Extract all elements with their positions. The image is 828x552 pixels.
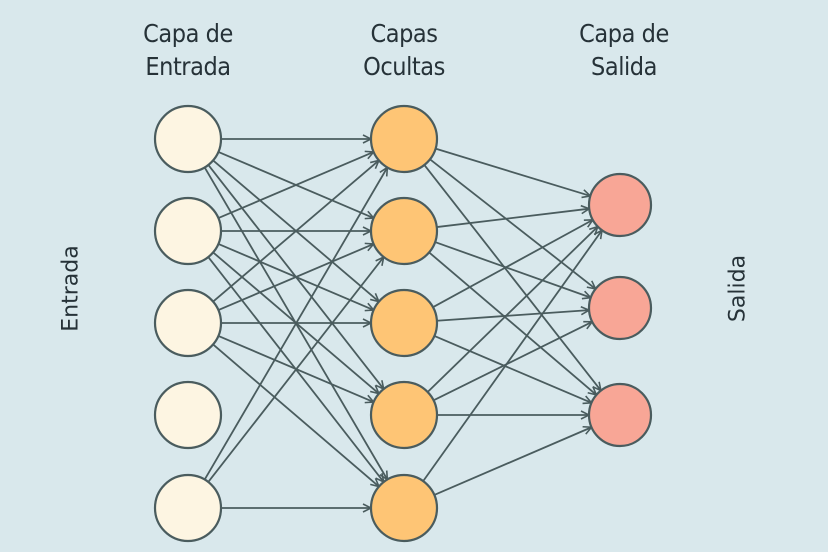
hidden-layers-title: Capas Ocultas xyxy=(314,17,494,83)
edge-hidden4-output2 xyxy=(433,322,593,402)
input-node-5 xyxy=(153,473,223,543)
hidden-layers-title-line2: Ocultas xyxy=(363,52,445,81)
hidden-node-2 xyxy=(369,196,439,266)
edge-hidden5-output3 xyxy=(433,427,591,496)
edge-hidden3-output2 xyxy=(436,310,589,322)
output-layer-title: Capa de Salida xyxy=(534,17,714,83)
hidden-node-5 xyxy=(369,473,439,543)
edges-group xyxy=(203,139,602,508)
edge-hidden1-output2 xyxy=(429,158,596,289)
output-node-3 xyxy=(587,382,653,448)
output-layer-title-line1: Capa de xyxy=(579,19,669,48)
hidden-node-4 xyxy=(369,380,439,450)
output-node-2 xyxy=(587,275,653,341)
input-node-4 xyxy=(153,380,223,450)
input-layer-title-line1: Capa de xyxy=(143,19,233,48)
edge-input5-hidden1 xyxy=(203,167,388,480)
edge-input3-hidden1 xyxy=(212,160,379,303)
input-layer-title-line2: Entrada xyxy=(145,52,231,81)
edge-hidden5-output1 xyxy=(422,230,602,482)
edge-hidden4-output1 xyxy=(427,227,598,393)
edge-hidden2-output1 xyxy=(436,209,589,228)
input-node-3 xyxy=(153,288,223,358)
edge-input3-hidden2 xyxy=(218,244,373,311)
hidden-node-1 xyxy=(369,104,439,174)
hidden-layers-title-line1: Capas xyxy=(370,19,438,48)
edge-input2-hidden1 xyxy=(218,152,373,219)
edge-hidden1-output1 xyxy=(435,147,591,196)
nodes-group xyxy=(153,104,653,543)
edge-hidden2-output2 xyxy=(434,241,591,298)
output-node-1 xyxy=(587,172,653,238)
edge-hidden3-output1 xyxy=(432,220,593,308)
edge-input5-hidden2 xyxy=(207,257,383,483)
output-layer-title-line2: Salida xyxy=(591,52,657,81)
input-node-2 xyxy=(153,196,223,266)
edge-input3-hidden5 xyxy=(212,343,379,486)
input-node-1 xyxy=(153,104,223,174)
edge-hidden1-output3 xyxy=(423,164,601,391)
edge-hidden2-output3 xyxy=(428,251,596,394)
hidden-node-3 xyxy=(369,288,439,358)
edge-hidden3-output3 xyxy=(434,335,591,403)
input-layer-title: Capa de Entrada xyxy=(98,17,278,83)
